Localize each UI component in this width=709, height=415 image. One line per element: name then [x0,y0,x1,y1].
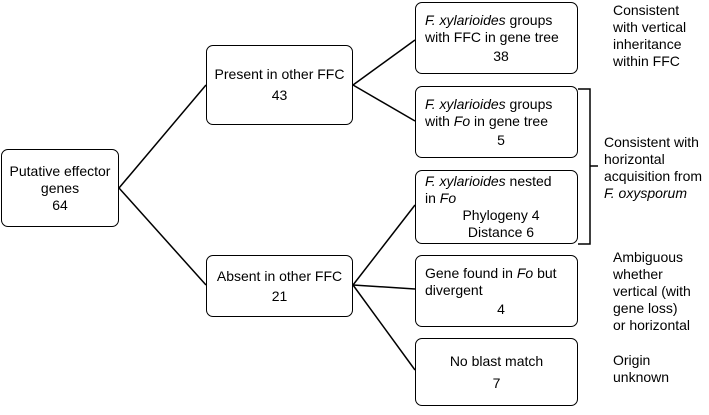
edge-root-present [118,84,207,189]
note-unknown-line: Origin [613,352,651,368]
present-label: Present in other FFC [214,66,345,82]
leaf-fo-text2b: in gene tree [470,112,548,129]
note-horizontal-line: acquisition from [604,168,703,184]
leaf-fo-text1: groups [505,95,553,112]
leaf-noblast-count: 7 [492,374,501,391]
leaf-noblast-box: No blast match 7 [415,338,578,406]
edge-root-absent [118,187,207,286]
edge-present-fo [352,84,416,122]
root-label-line1: Putative effector [9,162,111,179]
leaf-nested-species: F. xylarioides [425,173,506,189]
horizontal-bracket [578,88,598,245]
leaf-nested-box: F. xylarioides nested in Fo Phylogeny 4 … [415,170,578,244]
leaf-nested-distance: Distance 6 [467,224,535,240]
leaf-ffc-species: F. xylarioides [425,11,506,28]
present-box: Present in other FFC 43 [206,45,353,125]
note-horizontal-line: horizontal [604,151,665,167]
note-ambiguous-line: or horizontal [613,317,691,333]
note-unknown: Origin unknown [613,352,669,386]
absent-count: 21 [271,287,288,304]
note-vertical: Consistent with vertical inheritance wit… [613,2,686,70]
edge-absent-noblast [352,284,416,371]
edge-absent-nested [352,204,416,286]
leaf-divergent-text1b: but [533,264,557,281]
absent-box: Absent in other FFC 21 [206,255,353,317]
edge-absent-divergent [352,284,416,290]
note-ambiguous-line: gene loss) [613,300,678,316]
leaf-fo-species: F. xylarioides [425,95,506,112]
note-ambiguous-line: vertical (with [613,283,691,299]
leaf-nested-fo: Fo [439,190,457,206]
leaf-ffc-box: F. xylarioides groups with FFC in gene t… [415,2,578,74]
leaf-ffc-text1: groups [505,11,553,28]
present-count: 43 [271,87,288,103]
leaf-fo-fo: Fo [453,112,471,129]
note-horizontal: Consistent with horizontal acquisition f… [604,134,702,202]
leaf-divergent-text2: divergent [425,281,483,298]
note-ambiguous: Ambiguous whether vertical (with gene lo… [613,249,691,334]
leaf-divergent-text1a: Gene found in [425,264,517,281]
note-horizontal-species: F. oxysporum [604,185,687,201]
leaf-ffc-count: 38 [493,47,509,64]
note-vertical-line: inheritance [613,36,682,52]
edge-present-ffc [352,39,416,86]
leaf-ffc-text2: with FFC in gene tree [425,28,559,45]
leaf-divergent-count: 4 [497,300,505,317]
leaf-divergent-fo: Fo [516,264,534,281]
note-unknown-line: unknown [613,369,670,385]
note-horizontal-line: Consistent with [604,134,699,150]
leaf-fo-box: F. xylarioides groups with Fo in gene tr… [415,86,578,158]
leaf-divergent-box: Gene found in Fo but divergent 4 [415,255,578,327]
absent-label: Absent in other FFC [216,267,343,284]
note-vertical-line: within FFC [613,53,680,69]
leaf-nested-text1: nested [505,173,552,189]
leaf-noblast-label: No blast match [449,352,544,369]
note-ambiguous-line: Ambiguous [613,249,684,265]
root-box: Putative effector genes 64 [1,149,119,227]
note-vertical-line: with vertical [613,19,687,35]
root-label-line2: genes [40,179,80,196]
note-ambiguous-line: whether [613,266,663,282]
leaf-fo-text2a: with [425,112,454,129]
leaf-fo-count: 5 [497,131,505,148]
leaf-nested-text2: in [425,190,440,206]
root-count: 64 [52,196,68,213]
note-vertical-line: Consistent [613,2,680,18]
leaf-nested-phylogeny: Phylogeny 4 [462,207,540,223]
